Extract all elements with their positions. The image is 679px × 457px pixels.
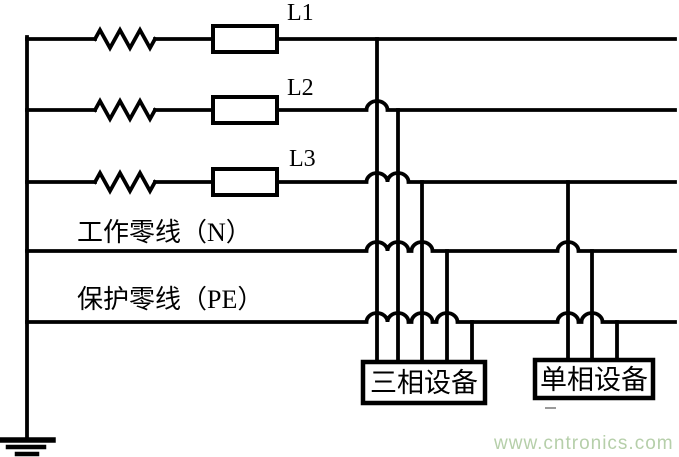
neutral-wire (25, 240, 677, 364)
phase-label-l2: L2 (287, 75, 314, 101)
fuse-symbol-l2 (211, 95, 279, 125)
pe-line-with-hops (25, 311, 677, 324)
watermark: www.cntronics.com (493, 433, 674, 454)
pe-wire (25, 311, 677, 364)
phase-label-l3: L3 (289, 146, 316, 172)
winding-symbol-l2 (92, 97, 158, 123)
pe-line-label: 保护零线（PE） (77, 285, 263, 314)
phase-l2-wire (25, 95, 677, 364)
phase-l1-wire (25, 24, 677, 364)
l3-line-with-hops (275, 171, 677, 184)
n-line-with-hops (25, 240, 677, 253)
earth-ground-icon (0, 437, 56, 457)
wiring-group (0, 24, 677, 457)
neutral-line-label: 工作零线（N） (77, 218, 252, 247)
fuse-symbol-l1 (211, 24, 279, 54)
phase-l3-wire (25, 167, 677, 364)
three-phase-device-label: 三相设备 (370, 368, 478, 398)
fuse-symbol-l3 (211, 167, 279, 197)
phase-label-l1: L1 (287, 0, 314, 26)
l2-line-with-hop (275, 99, 677, 112)
single-phase-device-label: 单相设备 (540, 365, 648, 395)
winding-symbol-l3 (92, 169, 158, 195)
winding-symbol-l1 (92, 26, 158, 52)
three-phase-device-box (360, 359, 488, 406)
single-phase-device-box (532, 357, 656, 401)
